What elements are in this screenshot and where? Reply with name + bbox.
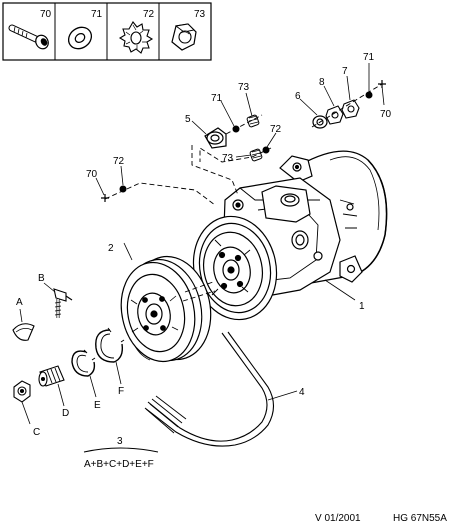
- callout-d: D: [62, 408, 69, 419]
- kit-group: 3 A+B+C+D+E+F: [83, 436, 159, 470]
- nut-73a: [246, 114, 260, 128]
- callout-4: 4: [299, 387, 305, 398]
- washer-dot-72a: [262, 146, 270, 154]
- callout-70b: 70: [380, 109, 392, 120]
- kit-bracket: [83, 447, 159, 453]
- callout-c: C: [33, 427, 40, 438]
- kit-formula: A+B+C+D+E+F: [84, 459, 154, 470]
- fitting-part-5: [204, 127, 227, 149]
- callout-5: 5: [185, 114, 191, 125]
- callout-72a: 72: [270, 124, 282, 135]
- callout-a: A: [16, 297, 23, 308]
- callout-e: E: [94, 400, 101, 411]
- key-part-a: [12, 323, 35, 341]
- compressor-body: [192, 150, 388, 321]
- assembly-dash-lines: [104, 83, 383, 302]
- callout-2: 2: [108, 243, 114, 254]
- fastener-legend: 70 71 72 73: [2, 2, 212, 61]
- circlip-part-f: [95, 327, 125, 363]
- callout-71a: 71: [211, 93, 223, 104]
- callout-73b: 73: [222, 153, 234, 164]
- sleeve-part-d: [38, 365, 65, 387]
- callout-73a: 73: [238, 82, 250, 93]
- legend-number-70: 70: [40, 9, 52, 20]
- legend-number-71: 71: [91, 9, 103, 20]
- kit-number: 3: [117, 436, 123, 447]
- callout-72b: 72: [113, 156, 125, 167]
- washer-dot-72b: [119, 185, 127, 193]
- legend-number-72: 72: [143, 9, 155, 20]
- serrated-washer-icon: [118, 21, 154, 54]
- callout-8: 8: [319, 77, 325, 88]
- footer-reference: HG 67N55A: [393, 513, 447, 524]
- callout-70c: 70: [86, 169, 98, 180]
- nut-part-8: [325, 105, 344, 125]
- hex-nut-icon: [171, 23, 197, 51]
- callout-7: 7: [342, 66, 348, 77]
- bolt-icon: [8, 24, 49, 50]
- washer-icon: [67, 26, 93, 50]
- nut-part-c: [13, 380, 31, 403]
- callout-f: F: [118, 386, 124, 397]
- callout-6: 6: [295, 91, 301, 102]
- callout-b: B: [38, 273, 45, 284]
- nut-part-7: [341, 99, 360, 119]
- x-mark-left: [101, 194, 109, 202]
- callout-1: 1: [359, 301, 365, 312]
- screw-part-b: [53, 288, 73, 318]
- pulley: [120, 255, 212, 363]
- callout-71b: 71: [363, 52, 375, 63]
- leader-lines: [19, 63, 385, 425]
- drive-belt: [144, 331, 275, 447]
- footer-revision: V 01/2001: [315, 513, 361, 524]
- snap-ring-part-e: [71, 349, 96, 377]
- washer-dot-71b: [365, 91, 373, 99]
- legend-number-73: 73: [194, 9, 206, 20]
